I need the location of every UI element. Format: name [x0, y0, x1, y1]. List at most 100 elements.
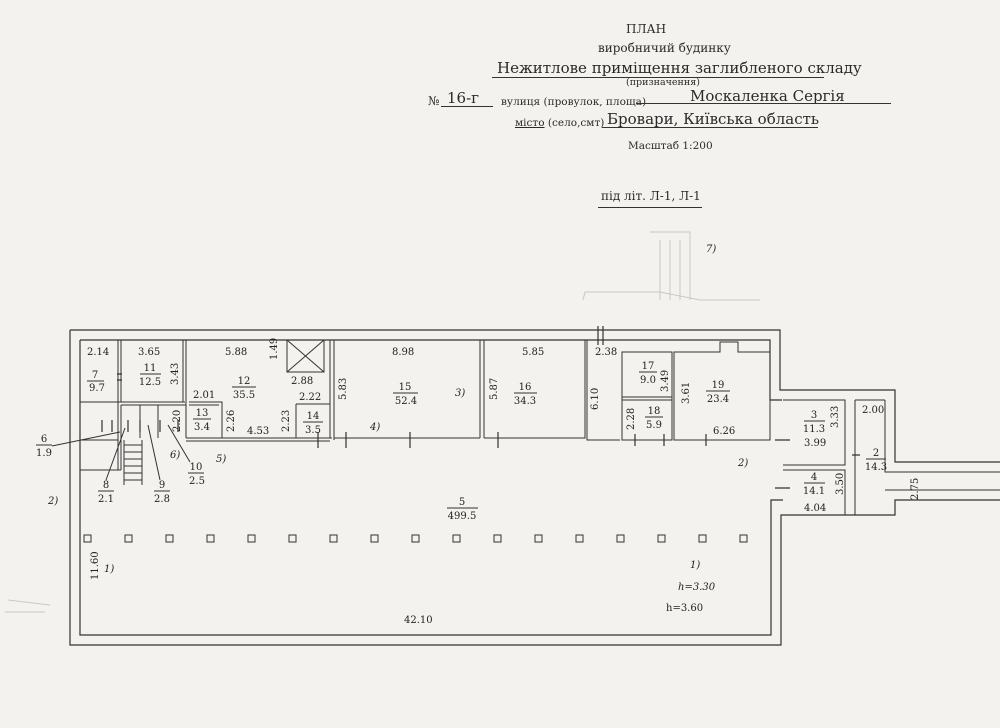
building-type: виробничий будинку [598, 41, 731, 55]
dim-5-88: 5.88 [225, 347, 247, 358]
svg-text:14: 14 [307, 411, 320, 422]
dim-6-26: 6.26 [713, 426, 735, 437]
room-18: 185.9 [645, 406, 663, 431]
scale-label: Масштаб 1:200 [628, 140, 713, 152]
svg-text:9.7: 9.7 [89, 383, 105, 394]
dim-2-00: 2.00 [862, 405, 884, 416]
number-label: № [428, 94, 440, 108]
dim-2-22: 2.22 [299, 392, 321, 403]
column [616, 534, 625, 543]
number-underline [441, 106, 493, 107]
svg-text:2.1: 2.1 [98, 494, 114, 505]
svg-text:8: 8 [103, 480, 109, 491]
pencil-note: 2) [737, 458, 748, 469]
room-2: 214.3 [865, 448, 887, 473]
room-4: 414.1 [803, 472, 825, 497]
dim-3-50: 3.50 [835, 473, 846, 495]
svg-text:4: 4 [811, 472, 817, 483]
dim-2-14: 2.14 [87, 347, 109, 358]
dim-4-53: 4.53 [247, 426, 269, 437]
column [165, 534, 174, 543]
svg-text:12.5: 12.5 [139, 377, 161, 388]
svg-text:7: 7 [92, 370, 98, 381]
column [124, 534, 133, 543]
room-9: 92.8 [147, 424, 170, 505]
pencil-note: 2) [47, 496, 58, 507]
room-8: 82.1 [98, 427, 126, 505]
svg-text:14.1: 14.1 [803, 486, 825, 497]
column [411, 534, 420, 543]
svg-text:12: 12 [238, 376, 251, 387]
column [534, 534, 543, 543]
column [493, 534, 502, 543]
interior-walls [80, 339, 885, 515]
column [452, 534, 461, 543]
plan-title: ПЛАН [626, 22, 667, 36]
dim-1-49: 1.49 [269, 338, 280, 360]
pencil-note: 7) [706, 244, 716, 255]
svg-text:52.4: 52.4 [395, 396, 417, 407]
column [288, 534, 297, 543]
svg-text:3.4: 3.4 [194, 422, 210, 433]
dim-8-98: 8.98 [392, 347, 414, 358]
svg-text:2.8: 2.8 [154, 494, 170, 505]
svg-text:5.9: 5.9 [646, 420, 662, 431]
column [575, 534, 584, 543]
letter-underline [598, 207, 702, 208]
pencil-note: 3) [455, 388, 465, 399]
column [698, 534, 707, 543]
svg-text:2.5: 2.5 [189, 476, 205, 487]
premises-underline [492, 77, 824, 78]
dim-5-87: 5.87 [489, 378, 500, 400]
outer-walls [69, 329, 1000, 646]
door-marks [101, 326, 860, 489]
room-13: 133.4 [193, 408, 211, 433]
height-label: h=3.60 [666, 603, 703, 614]
svg-text:10: 10 [190, 462, 203, 473]
dim-3-33: 3.33 [830, 406, 841, 428]
column [83, 534, 92, 543]
svg-text:5: 5 [459, 497, 465, 508]
svg-text:9: 9 [159, 480, 165, 491]
letter-designation: під літ. Л-1, Л-1 [601, 189, 701, 203]
svg-text:11.3: 11.3 [803, 424, 825, 435]
pencil-note: 1) [690, 560, 700, 571]
dim-2-28: 2.28 [626, 408, 637, 430]
dim-2-26: 2.26 [226, 410, 237, 432]
dim-5-83: 5.83 [338, 378, 349, 400]
street-name: Москаленка Сергія [690, 87, 845, 105]
room-6: 61.9 [36, 431, 121, 459]
dim-42-10: 42.10 [404, 615, 433, 626]
pencil-note: 6) [170, 450, 180, 461]
pencil-note: h=3.30 [678, 582, 716, 593]
city-label-b: (село,смт) [547, 117, 605, 129]
dim-2-23: 2.23 [281, 410, 292, 432]
city-name: Бровари, Київська область [607, 110, 820, 128]
purpose-note: (призначення) [626, 77, 700, 88]
svg-text:1.9: 1.9 [36, 448, 52, 459]
dim-3-61: 3.61 [681, 382, 692, 404]
room-17: 179.0 [639, 361, 657, 386]
column [657, 534, 666, 543]
city-label: місто (село,смт) [515, 117, 604, 129]
svg-text:16: 16 [519, 382, 532, 393]
dim-6-10: 6.10 [590, 388, 601, 410]
svg-text:18: 18 [648, 406, 661, 417]
dimension-labels: 2.14 3.65 3.43 5.88 1.49 2.88 2.22 2.01 … [87, 338, 921, 626]
premises-name: Нежитлове приміщення заглибленого складу [497, 59, 862, 77]
pencil-note: 5) [216, 454, 226, 465]
svg-text:23.4: 23.4 [707, 394, 729, 405]
room-3: 311.3 [803, 410, 825, 435]
column [370, 534, 379, 543]
svg-text:13: 13 [196, 408, 209, 419]
room-7: 79.7 [87, 370, 105, 394]
column [329, 534, 338, 543]
